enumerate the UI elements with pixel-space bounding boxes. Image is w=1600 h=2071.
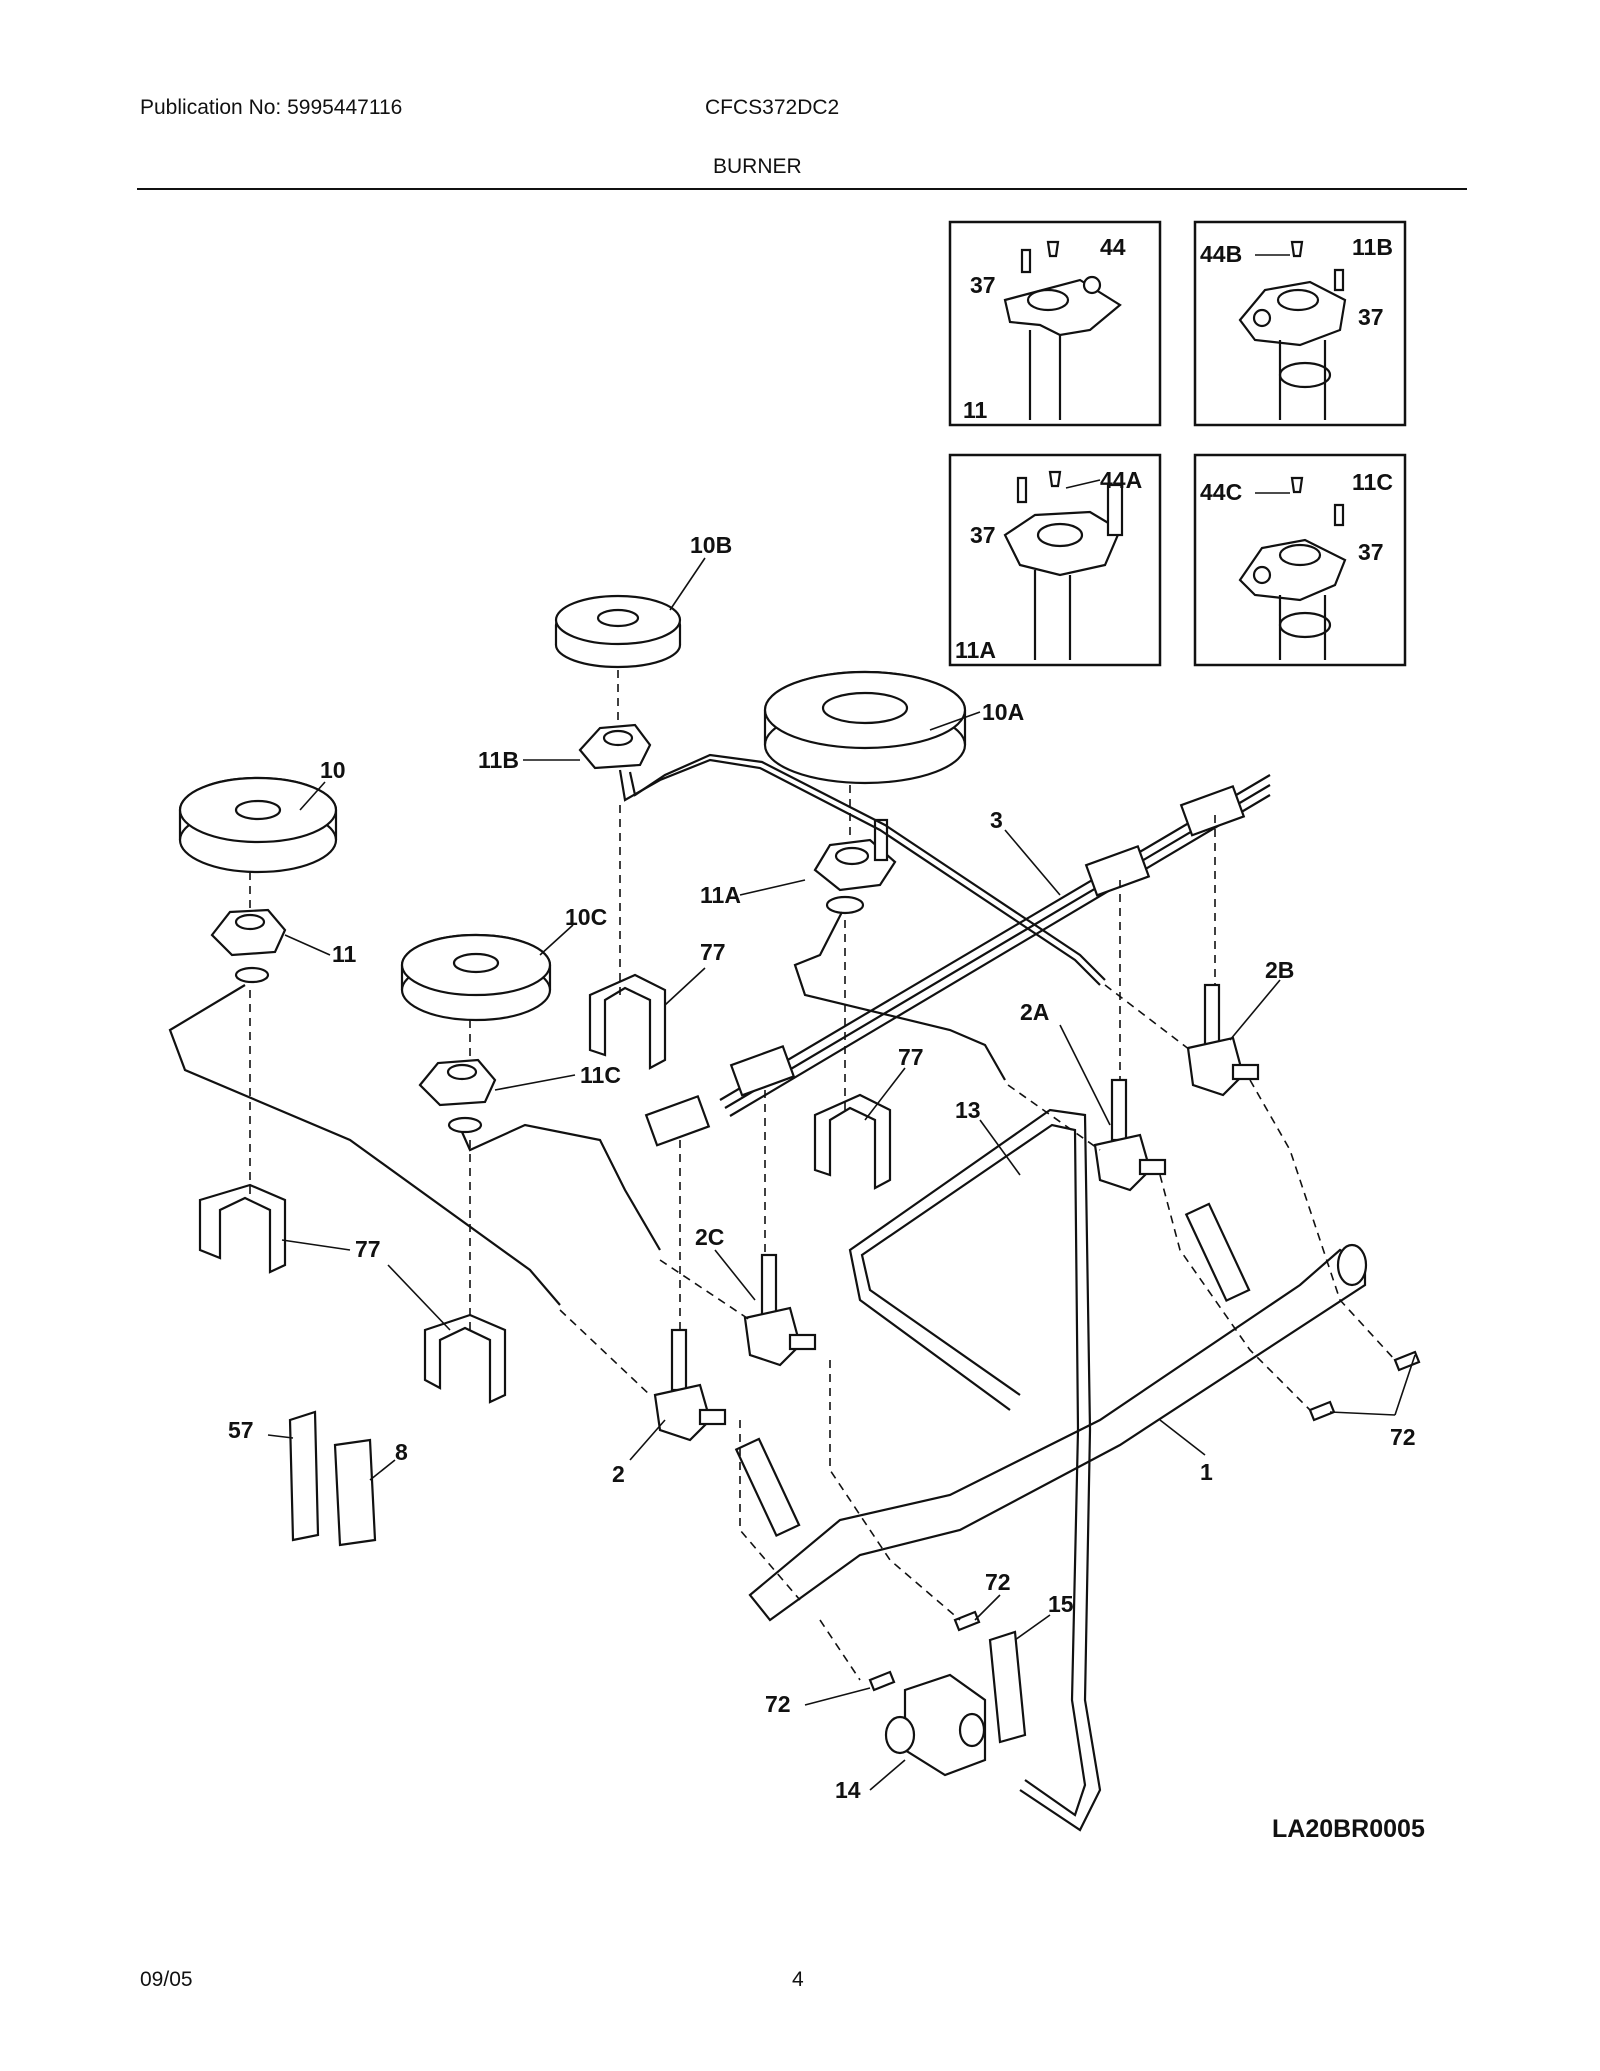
bracket-77	[588, 973, 667, 1070]
callout-72: 72	[1390, 1424, 1416, 1450]
callout-11c: 11C	[580, 1062, 621, 1088]
callout-15: 15	[1048, 1591, 1074, 1617]
inset-label: 37	[970, 272, 996, 298]
spark-module-8	[333, 1438, 377, 1547]
inset-label: 37	[970, 522, 996, 548]
callout-10b: 10B	[690, 532, 732, 558]
tube-11	[168, 984, 561, 1306]
callout-10a: 10A	[982, 699, 1024, 725]
inset-label: 44B	[1200, 241, 1242, 267]
alignment-lines	[249, 670, 1396, 1681]
inset-label: 44C	[1200, 479, 1242, 505]
publication-number: Publication No: 5995447116	[140, 96, 403, 119]
inset-label: 37	[1358, 304, 1384, 330]
tube-13	[848, 1108, 1102, 1832]
page-number: 4	[792, 1968, 804, 1991]
bracket-77	[198, 1183, 287, 1274]
header-rule	[137, 188, 1467, 190]
leader-lines	[267, 557, 1416, 1791]
callout-77: 77	[700, 939, 726, 965]
callout-72: 72	[985, 1569, 1011, 1595]
ignition-harness-3	[644, 774, 1271, 1147]
inset-label: 44A	[1100, 467, 1142, 493]
valve-2	[653, 1328, 727, 1442]
callout-11a: 11A	[700, 882, 741, 908]
inset-box-11a: 37 44A 11A	[948, 453, 1162, 667]
bracket-57	[288, 1410, 320, 1542]
section-title: BURNER	[713, 155, 802, 178]
burner-10a	[763, 670, 967, 785]
callout-labels: 10B 10A 11B 10 3 11A 11 10C 77 2A 2B 11C…	[228, 532, 1425, 1843]
callout-72: 72	[765, 1691, 791, 1717]
burner-10	[178, 776, 338, 874]
inset-label: 11C	[1352, 469, 1393, 495]
callout-77: 77	[898, 1044, 924, 1070]
manifold-1	[734, 1202, 1368, 1622]
callout-77: 77	[355, 1236, 381, 1262]
callout-10: 10	[320, 757, 346, 783]
model-number: CFCS372DC2	[705, 96, 840, 119]
burner-10b	[554, 594, 682, 669]
callout-8: 8	[395, 1439, 408, 1465]
inset-box-11b: 44B 11B 37	[1193, 220, 1407, 427]
burner-10c	[400, 933, 552, 1022]
callout-1: 1	[1200, 1459, 1213, 1485]
bracket-77	[813, 1093, 892, 1190]
burner-base-11	[210, 908, 287, 984]
burner-base-11c	[418, 1058, 497, 1134]
regulator-14	[884, 1673, 987, 1777]
footer-date: 09/05	[140, 1968, 193, 1991]
inset-box-11c: 44C 11C 37	[1193, 453, 1407, 667]
tube-11b-inner	[628, 753, 1106, 981]
tube-11b	[618, 758, 1101, 986]
valve-2c	[743, 1253, 817, 1367]
callout-3: 3	[990, 807, 1003, 833]
inset-label: 44	[1100, 234, 1126, 260]
inset-label: 11A	[955, 637, 996, 663]
callout-14: 14	[835, 1777, 861, 1803]
inset-label: 11	[963, 397, 988, 423]
callout-11b: 11B	[478, 747, 519, 773]
valve-2a	[1093, 1078, 1167, 1192]
callout-10c: 10C	[565, 904, 607, 930]
callout-2b: 2B	[1265, 957, 1294, 983]
callout-11: 11	[332, 941, 357, 967]
diagram-code: LA20BR0005	[1272, 1815, 1425, 1843]
burner-base-11b	[578, 723, 652, 770]
callout-57: 57	[228, 1417, 254, 1443]
inset-box-11: 37 44 11	[948, 220, 1162, 427]
callout-2: 2	[612, 1461, 625, 1487]
inset-label: 11B	[1352, 234, 1393, 260]
valve-2b	[1186, 983, 1260, 1097]
inset-label: 37	[1358, 539, 1384, 565]
tube-11a	[793, 911, 1006, 1081]
callout-13: 13	[955, 1097, 981, 1123]
bracket-77	[423, 1313, 507, 1404]
bracket-15	[988, 1630, 1027, 1744]
burner-base-11a	[813, 818, 897, 915]
tube-11c	[460, 1123, 661, 1251]
callout-2a: 2A	[1020, 999, 1049, 1025]
callout-2c: 2C	[695, 1224, 724, 1250]
